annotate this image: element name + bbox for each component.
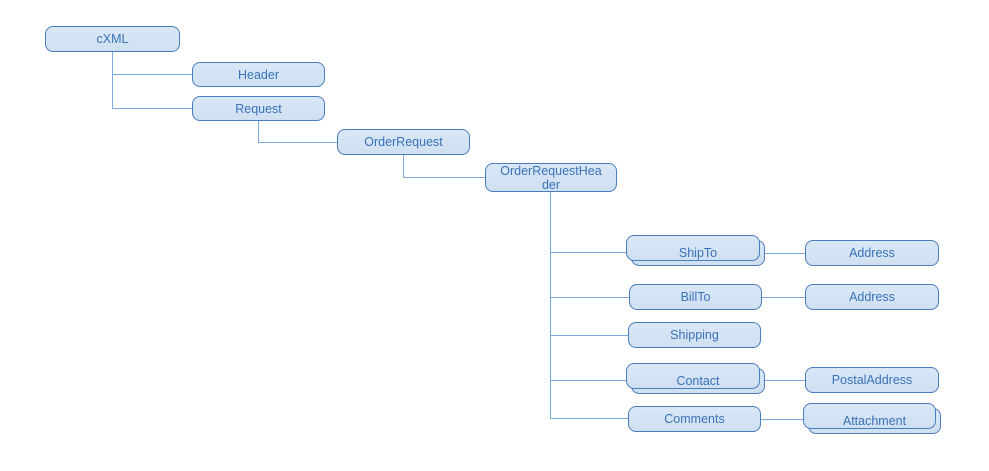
node-label: cXML (96, 32, 129, 46)
node-label: BillTo (680, 290, 711, 304)
node-shipping: Shipping (628, 322, 761, 348)
connector-cxml-header (112, 74, 192, 75)
connector-shipto-address (765, 253, 805, 254)
connector-orderrequest-orh (403, 177, 485, 178)
node-comments: Comments (628, 406, 761, 432)
node-label: Attachment (842, 414, 907, 428)
node-label: Address (849, 246, 895, 260)
node-label: Contact (676, 374, 720, 388)
node-ship-to: ShipTo (625, 234, 765, 266)
node-label: ShipTo (678, 246, 718, 260)
connector-orderrequest-trunk (403, 155, 404, 177)
node-cxml: cXML (45, 26, 180, 52)
node-request: Request (192, 96, 325, 121)
connector-request-trunk (258, 121, 259, 142)
node-bill-to: BillTo (629, 284, 762, 310)
connector-orh-billto (550, 297, 629, 298)
node-label: OrderRequestHeader (500, 163, 602, 192)
connector-orh-shipping (550, 335, 628, 336)
connector-contact-postaladdress (765, 380, 805, 381)
connector-orh-comments (550, 418, 628, 419)
node-label: Comments (664, 412, 725, 426)
node-address-2: Address (805, 284, 939, 310)
connector-orh-contact (550, 380, 626, 381)
node-label: Request (235, 101, 282, 116)
node-address-1: Address (805, 240, 939, 266)
node-contact: Contact (625, 362, 765, 394)
connector-cxml-trunk (112, 52, 113, 109)
node-label: OrderRequest (364, 135, 443, 149)
connector-orh-trunk (550, 192, 551, 419)
connector-request-orderrequest (258, 142, 337, 143)
node-label: Header (238, 67, 279, 82)
connector-orh-shipto (550, 252, 626, 253)
connector-billto-address (762, 297, 805, 298)
node-postal-address: PostalAddress (805, 367, 939, 393)
node-attachment: Attachment (802, 402, 941, 434)
node-order-request: OrderRequest (337, 129, 470, 155)
node-label: PostalAddress (831, 373, 913, 387)
connector-comments-attachment (761, 419, 803, 420)
node-label: Shipping (670, 328, 719, 342)
node-order-request-header: OrderRequestHeader (485, 163, 617, 192)
node-header: Header (192, 62, 325, 87)
connector-cxml-request (112, 108, 192, 109)
node-label: Address (849, 290, 895, 304)
